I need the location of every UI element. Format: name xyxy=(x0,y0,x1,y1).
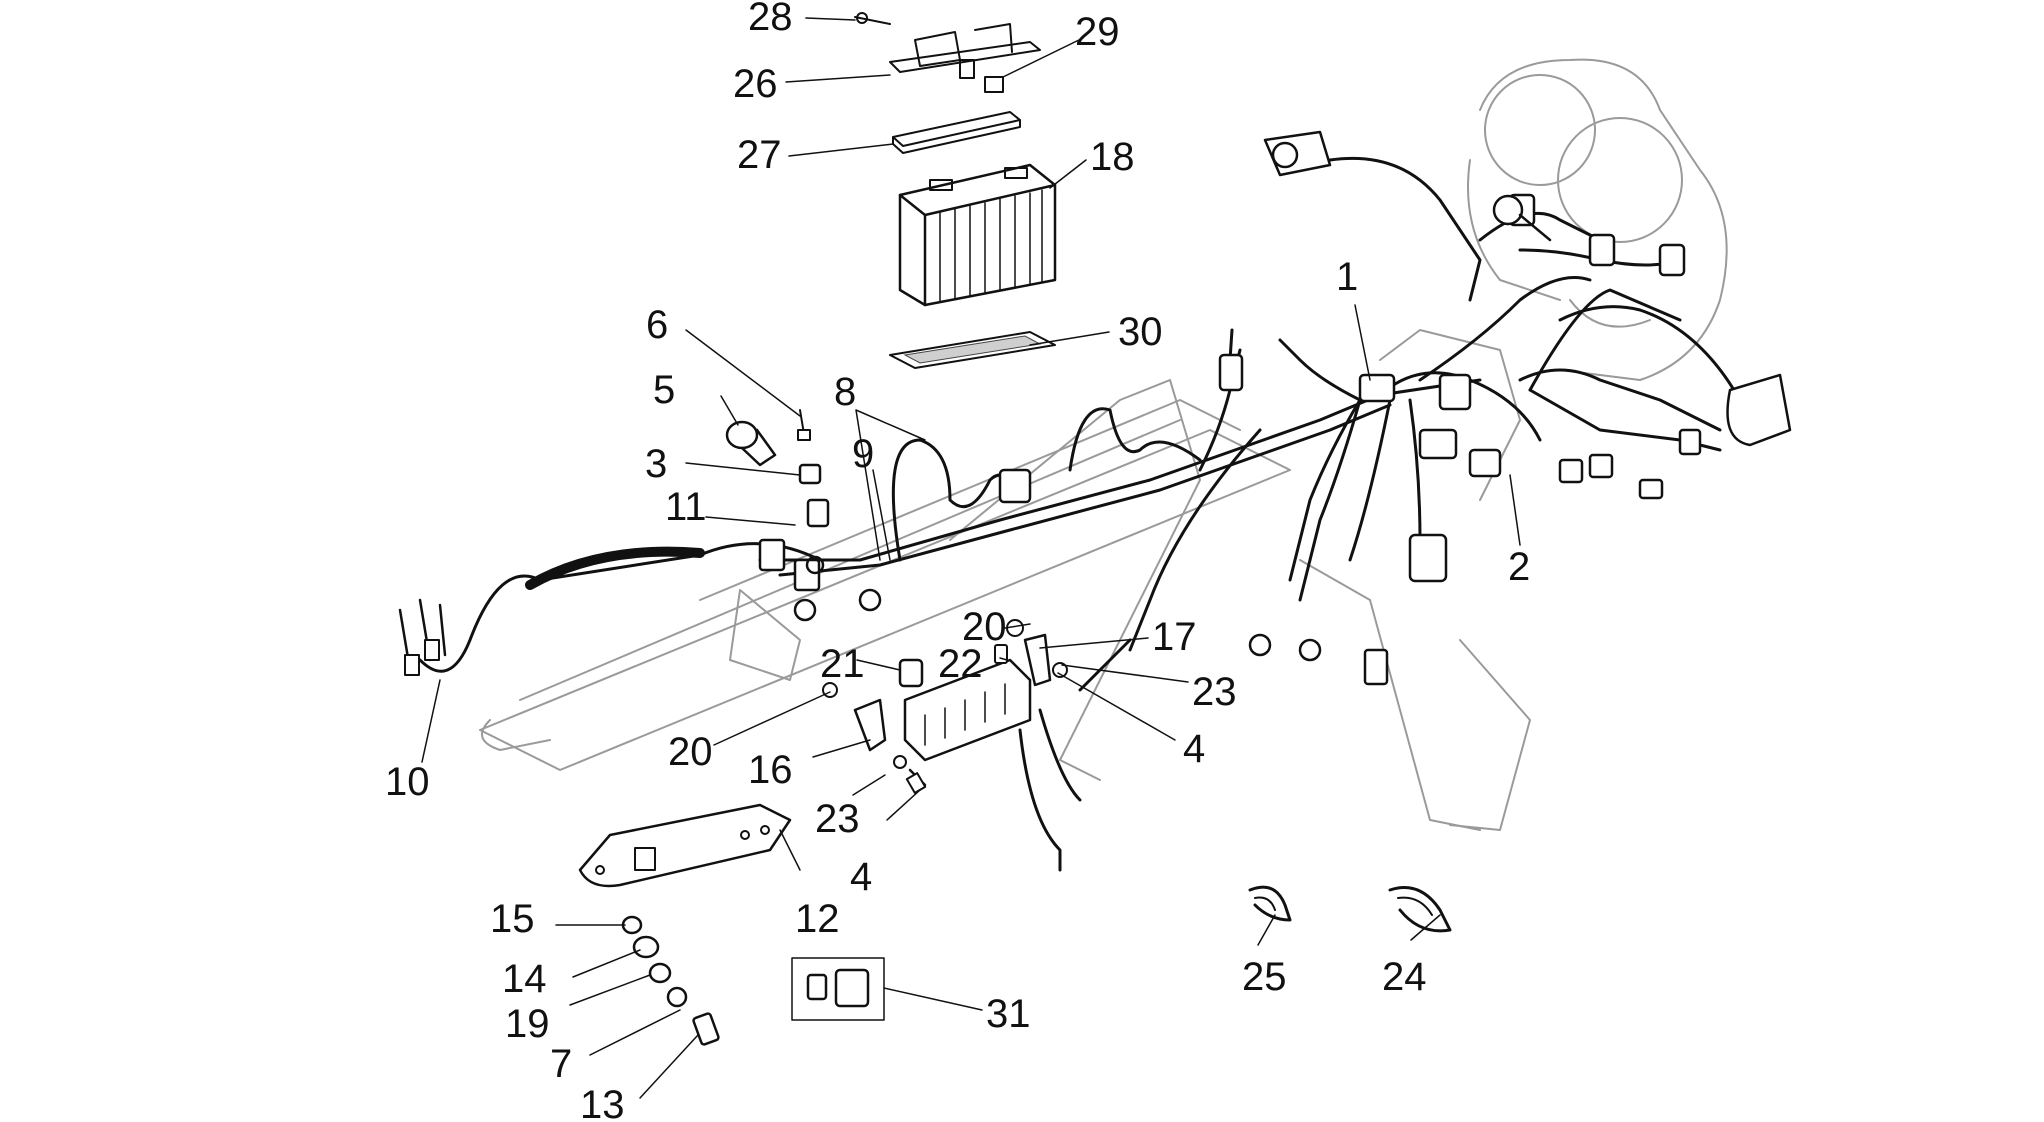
callout-7: 7 xyxy=(550,1042,572,1086)
ignition-switch xyxy=(1492,194,1552,242)
relay-kit xyxy=(791,957,885,1021)
fuse xyxy=(898,658,924,688)
callout-10: 10 xyxy=(385,760,430,804)
callout-4: 4 xyxy=(1183,727,1205,771)
frame-outline xyxy=(479,329,1531,831)
callout-30: 30 xyxy=(1118,310,1163,354)
callout-22: 22 xyxy=(938,642,983,686)
callout-6: 6 xyxy=(646,303,668,347)
callout-21: 21 xyxy=(820,642,865,686)
callout-24: 24 xyxy=(1382,955,1427,999)
callout-20: 20 xyxy=(668,730,713,774)
callout-12: 12 xyxy=(795,897,840,941)
cable-clamp-large xyxy=(1388,886,1452,933)
instrument-cluster-outline xyxy=(1467,58,1728,381)
main-wiring-harness xyxy=(418,156,1742,872)
callout-8: 8 xyxy=(834,370,856,414)
harness-end-terminals xyxy=(398,598,447,676)
callout-9: 9 xyxy=(852,432,874,476)
connector-cap xyxy=(725,420,777,467)
callout-19: 19 xyxy=(505,1002,550,1046)
bracket-screw xyxy=(893,755,927,794)
callout-labels: 1 2 3 4 4 5 6 7 8 9 10 11 12 13 14 15 16… xyxy=(385,0,1530,1122)
callout-23: 23 xyxy=(815,797,860,841)
battery-strap xyxy=(889,23,1041,79)
callout-2: 2 xyxy=(1508,545,1530,589)
plate-screw xyxy=(692,1012,720,1046)
callout-18: 18 xyxy=(1090,135,1135,179)
callout-23: 23 xyxy=(1192,670,1237,714)
battery-tray xyxy=(889,331,1056,369)
callout-15: 15 xyxy=(490,897,535,941)
washer-stack xyxy=(621,915,688,1008)
bracket-left xyxy=(822,682,887,752)
callout-17: 17 xyxy=(1152,615,1197,659)
callout-25: 25 xyxy=(1242,955,1287,999)
callout-29: 29 xyxy=(1075,10,1120,54)
callout-11: 11 xyxy=(665,485,707,529)
callout-27: 27 xyxy=(737,133,782,177)
cable-clamp-small xyxy=(1248,885,1292,922)
right-handlebar-switch xyxy=(1726,373,1792,447)
left-handlebar-switch xyxy=(1263,130,1332,177)
fuse-box xyxy=(903,658,1032,762)
battery-pad xyxy=(892,111,1021,154)
callout-14: 14 xyxy=(502,957,547,1001)
harness-connectors xyxy=(758,193,1702,686)
callout-16: 16 xyxy=(748,748,793,792)
callout-13: 13 xyxy=(580,1083,625,1122)
leader-lines xyxy=(421,17,1521,1099)
callout-31: 31 xyxy=(986,992,1031,1036)
callout-4: 4 xyxy=(850,855,872,899)
rear-plate xyxy=(578,803,792,888)
callout-20: 20 xyxy=(962,605,1007,649)
callout-28: 28 xyxy=(748,0,793,39)
connector-plug xyxy=(798,463,822,485)
strap-screw xyxy=(854,12,891,25)
battery xyxy=(898,163,1057,307)
callout-26: 26 xyxy=(733,62,778,106)
connector-screw xyxy=(797,409,811,441)
callout-1: 1 xyxy=(1336,255,1358,299)
callout-5: 5 xyxy=(653,368,675,412)
strap-clip xyxy=(984,76,1004,93)
callout-3: 3 xyxy=(645,442,667,486)
